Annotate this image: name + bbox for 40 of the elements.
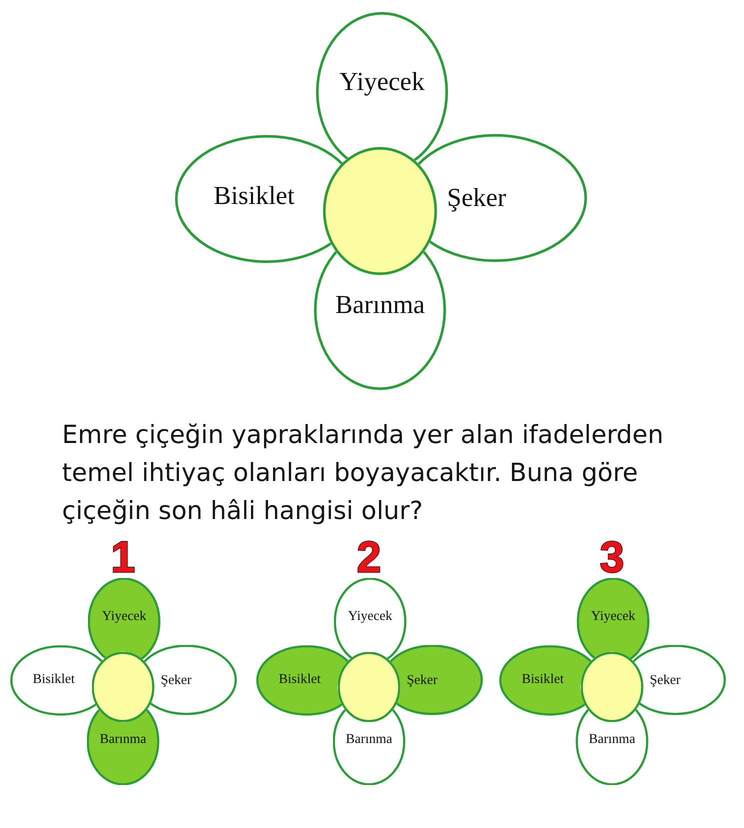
question-text: Emre çiçeğin yapraklarında yer alan ifadelerden temel ihtiyaç olanları boyayacaktır. Buna göre çiçeğin son hâli hangisi olur? [62,419,665,527]
option-number: 2 [356,536,382,580]
flower-petal [334,578,407,660]
flower-petal [314,251,446,390]
petal-label: Yiyecek [348,608,392,624]
flower-petal [87,709,160,785]
flower-petal [418,134,587,262]
petal-label: Barınma [335,290,425,320]
option-number: 1 [110,536,136,580]
petal-label: Bisiklet [278,671,321,687]
flower-petal [256,645,349,716]
petal-label: Barınma [588,731,636,747]
petal-label: Yiyecek [102,608,146,624]
flower-center [323,147,437,275]
flower-petal [10,645,103,716]
petal-label: Şeker [650,672,680,688]
petal-label: Yiyecek [339,67,425,98]
petal-label: Yiyecek [590,608,636,624]
flower-petal [333,709,406,785]
petal-label: Barınma [100,731,146,747]
flower-petal [175,135,343,263]
petal-label: Bisiklet [522,671,564,687]
flower-petal [144,645,237,715]
flower-center [581,652,644,722]
petal-label: Bisiklet [214,182,295,212]
flower-petal [576,578,650,660]
petal-label: Barınma [346,731,392,747]
flower-petal [575,709,649,785]
petal-label: Şeker [406,672,438,688]
option-number: 3 [600,536,624,580]
flower-petal [88,578,161,660]
petal-label: Bisiklet [32,671,75,687]
petal-label: Şeker [447,183,506,213]
petal-label: Şeker [160,672,192,688]
flower-center [338,652,401,722]
flower-petal [633,645,726,715]
flower-petal [316,12,448,161]
flower-center [92,652,155,722]
flower-petal [390,645,483,715]
flower-petal [499,645,592,716]
